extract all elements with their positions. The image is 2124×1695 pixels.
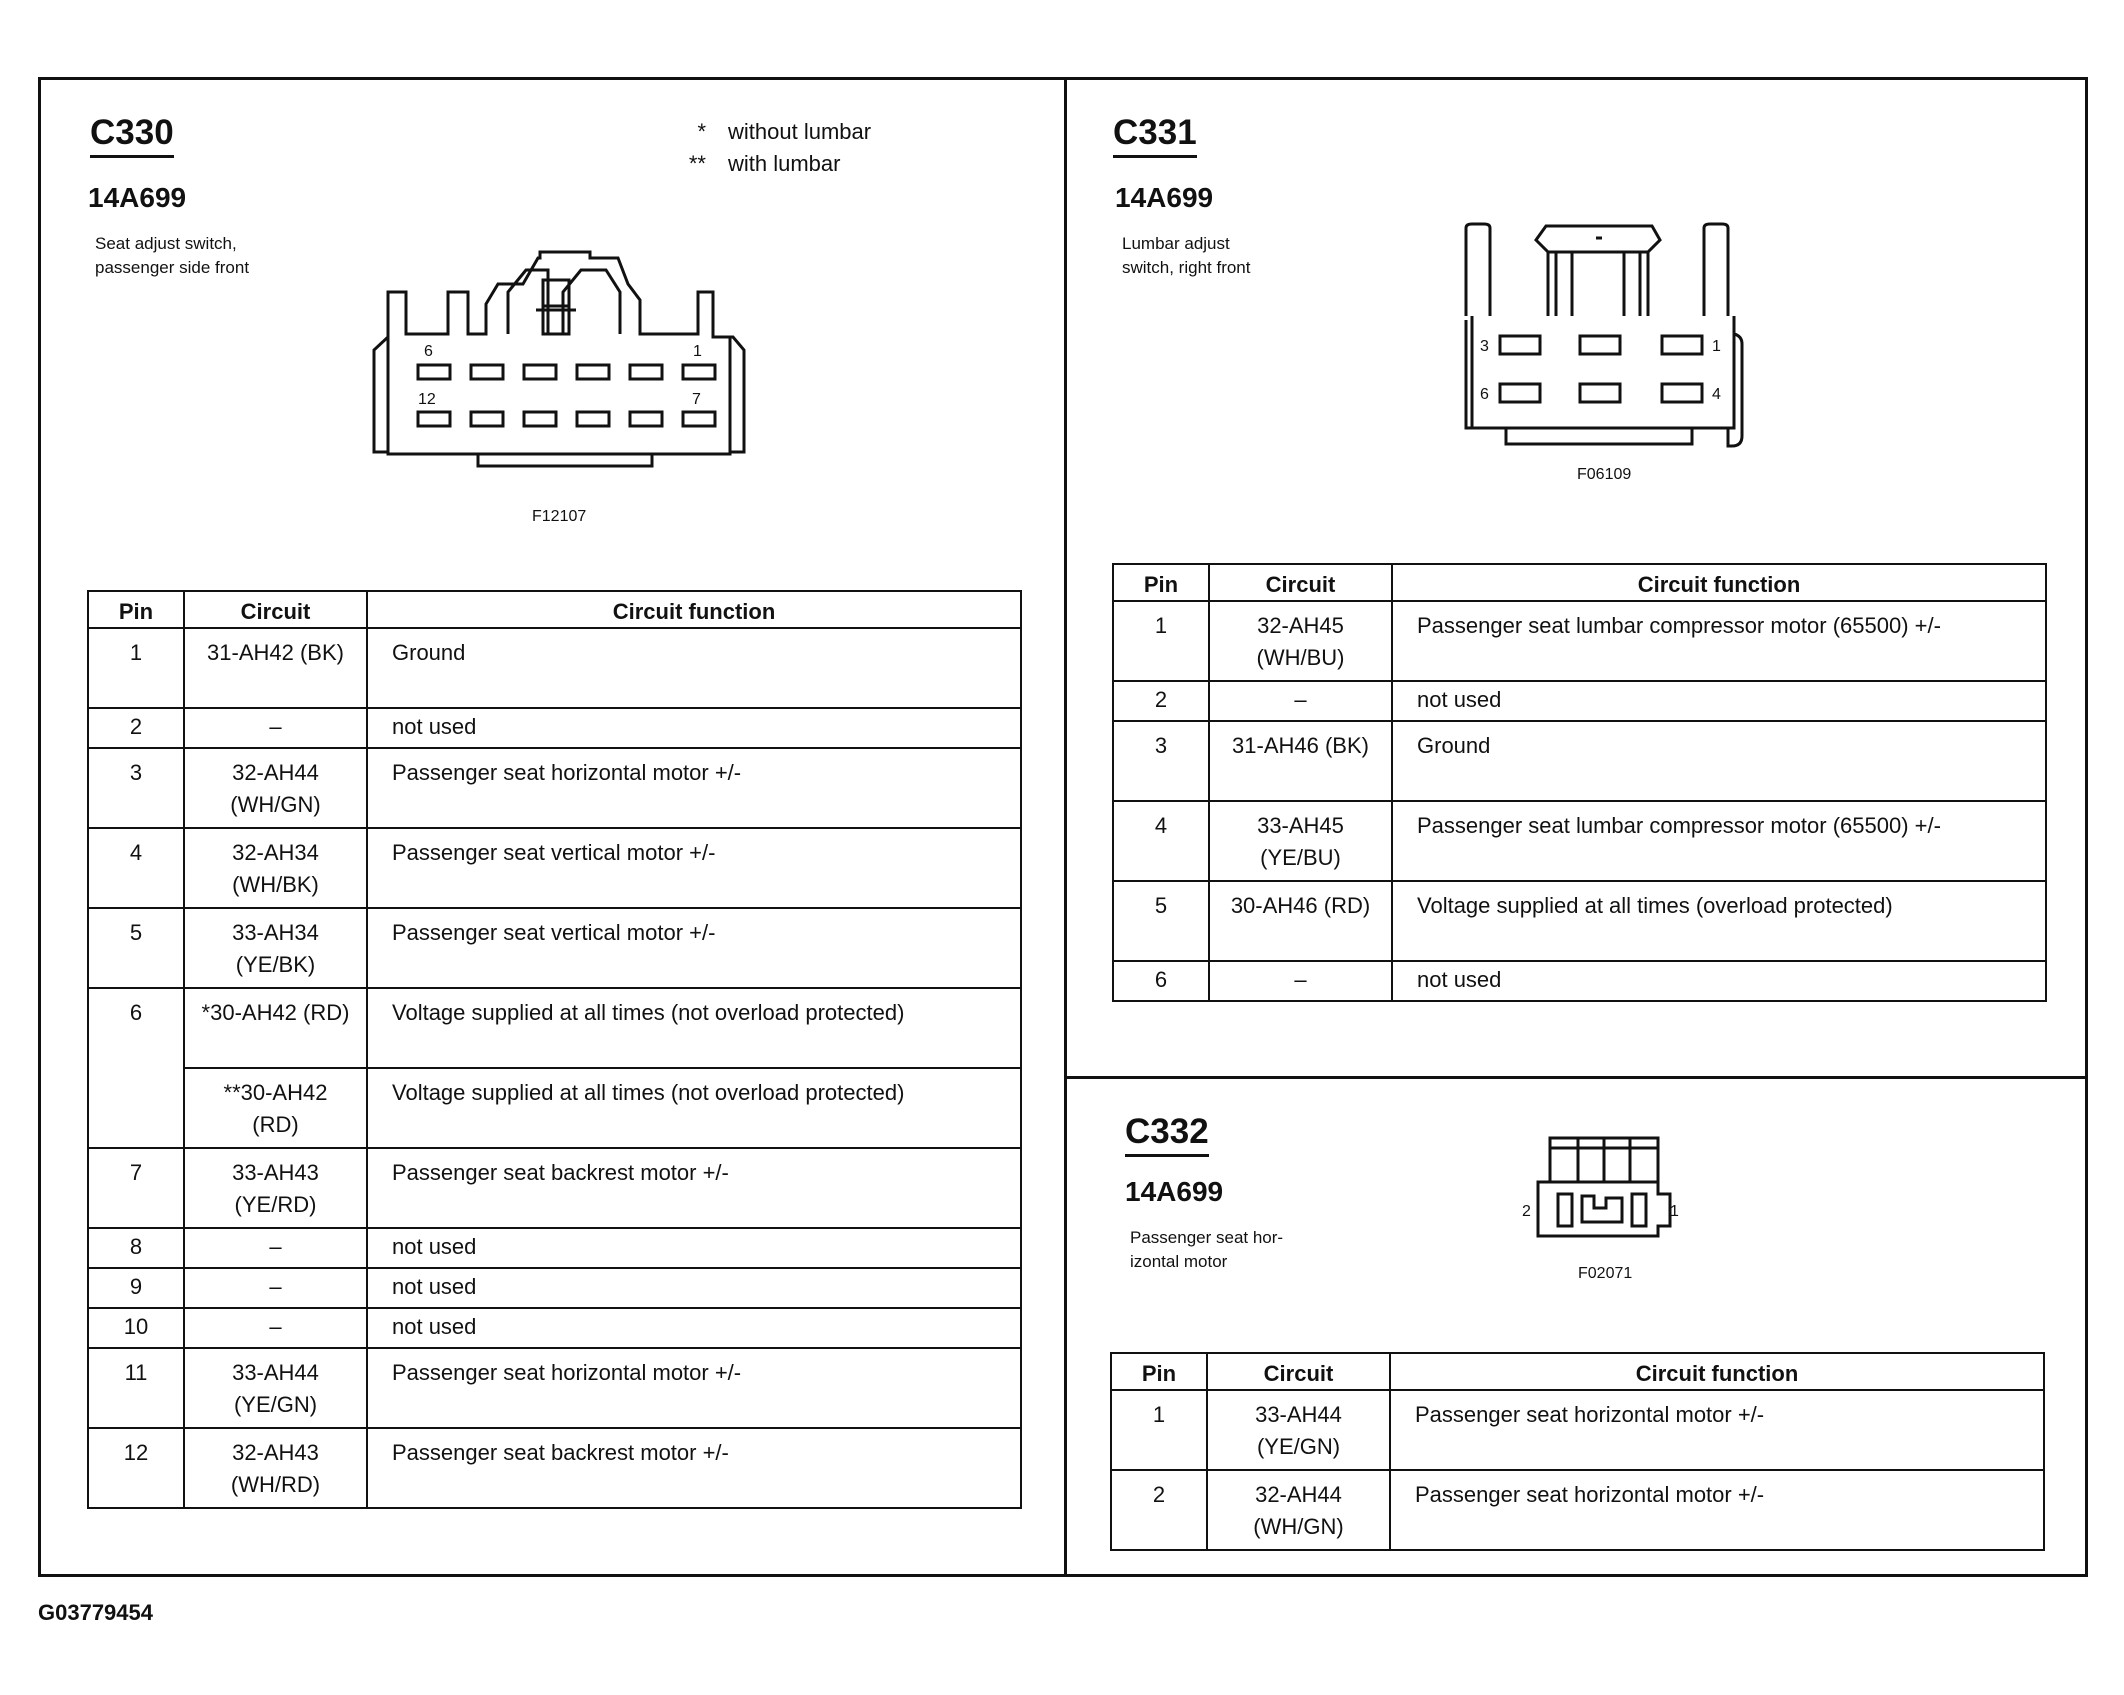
table-row: **30-AH42 (RD) Voltage supplied at all t…	[88, 1067, 1022, 1149]
table-row: 6 *30-AH42 (RD) Voltage supplied at all …	[87, 987, 1022, 1149]
table-row: 4 33-AH45 (YE/BU) Passenger seat lumbar …	[1112, 800, 2047, 882]
table-row: 3 32-AH44 (WH/GN) Passenger seat horizon…	[87, 747, 1022, 829]
c332-title: C332	[1125, 1112, 1209, 1157]
c332-pin-label: 2	[1522, 1203, 1531, 1220]
legend-item: **with lumbar	[688, 151, 841, 176]
c331-pin-table: Pin Circuit Circuit function 1 32-AH45 (…	[1112, 563, 2047, 1002]
table-row: 9 – not used	[87, 1267, 1022, 1309]
c330-pin-label: 12	[418, 391, 436, 408]
vertical-divider	[1064, 77, 1067, 1577]
table-header-row: Pin Circuit Circuit function	[1110, 1352, 2045, 1391]
table-row: 12 32-AH43 (WH/RD) Passenger seat backre…	[87, 1427, 1022, 1509]
table-row: 5 33-AH34 (YE/BK) Passenger seat vertica…	[87, 907, 1022, 989]
c331-pin-label: 3	[1480, 338, 1489, 355]
table-row: 1 33-AH44 (YE/GN) Passenger seat horizon…	[1110, 1389, 2045, 1471]
c331-description: Lumbar adjust switch, right front	[1122, 234, 1251, 277]
c330-title: C330	[90, 113, 174, 158]
table-header-row: Pin Circuit Circuit function	[1112, 563, 2047, 602]
c330-pin-label: 1	[693, 343, 702, 360]
outer-frame	[38, 77, 2088, 1577]
c330-pin-label: 6	[424, 343, 433, 360]
table-row: 11 33-AH44 (YE/GN) Passenger seat horizo…	[87, 1347, 1022, 1429]
header-pin: Pin	[1112, 563, 1210, 602]
header-function: Circuit function	[1389, 1352, 2045, 1391]
table-row: 10 – not used	[87, 1307, 1022, 1349]
table-row: 2 – not used	[1112, 680, 2047, 722]
c332-part-number: 14A699	[1125, 1176, 1224, 1207]
table-row: 6 – not used	[1112, 960, 2047, 1002]
c331-connector-diagram: 3 1 6 4	[1464, 222, 1744, 448]
header-circuit: Circuit	[1208, 563, 1393, 602]
table-row: 3 31-AH46 (BK) Ground	[1112, 720, 2047, 802]
header-circuit: Circuit	[1206, 1352, 1391, 1391]
table-row: 2 32-AH44 (WH/GN) Passenger seat horizon…	[1110, 1469, 2045, 1551]
header-function: Circuit function	[1391, 563, 2047, 602]
header-function: Circuit function	[366, 590, 1022, 629]
table-header-row: Pin Circuit Circuit function	[87, 590, 1022, 629]
table-row: 4 32-AH34 (WH/BK) Passenger seat vertica…	[87, 827, 1022, 909]
c330-pin-label: 7	[692, 391, 701, 408]
table-row: 5 30-AH46 (RD) Voltage supplied at all t…	[1112, 880, 2047, 962]
c330-figure-id: F12107	[532, 508, 587, 525]
table-row: 8 – not used	[87, 1227, 1022, 1269]
figure-reference-id: G03779454	[38, 1600, 153, 1625]
header-pin: Pin	[87, 590, 185, 629]
table-row: 2 – not used	[87, 707, 1022, 749]
c330-description: Seat adjust switch, passenger side front	[95, 234, 250, 277]
c331-figure-id: F06109	[1577, 466, 1632, 483]
c332-pin-table: Pin Circuit Circuit function 1 33-AH44 (…	[1110, 1352, 2045, 1551]
c332-figure-id: F02071	[1578, 1265, 1633, 1282]
horizontal-divider	[1064, 1076, 2088, 1079]
c332-description: Passenger seat hor- izontal motor	[1130, 1228, 1284, 1271]
table-row: 1 32-AH45 (WH/BU) Passenger seat lumbar …	[1112, 600, 2047, 682]
header-pin: Pin	[1110, 1352, 1208, 1391]
table-row: 7 33-AH43 (YE/RD) Passenger seat backres…	[87, 1147, 1022, 1229]
c331-title: C331	[1113, 113, 1197, 158]
c332-pin-label: 1	[1670, 1203, 1679, 1220]
c331-pin-label: 4	[1712, 386, 1721, 403]
c330-part-number: 14A699	[88, 182, 187, 213]
header-circuit: Circuit	[183, 590, 368, 629]
c330-connector-diagram: 6 1 12 7	[372, 250, 746, 468]
legend: *without lumbar **with lumbar	[660, 116, 871, 180]
c331-part-number: 14A699	[1115, 182, 1214, 213]
c332-connector-diagram: 2 1	[1522, 1136, 1679, 1238]
c331-pin-label: 1	[1712, 338, 1721, 355]
c331-pin-label: 6	[1480, 386, 1489, 403]
c330-pin-table: Pin Circuit Circuit function 1 31-AH42 (…	[87, 590, 1022, 1509]
legend-item: *without lumbar	[697, 119, 872, 144]
table-row: 1 31-AH42 (BK) Ground	[87, 627, 1022, 709]
